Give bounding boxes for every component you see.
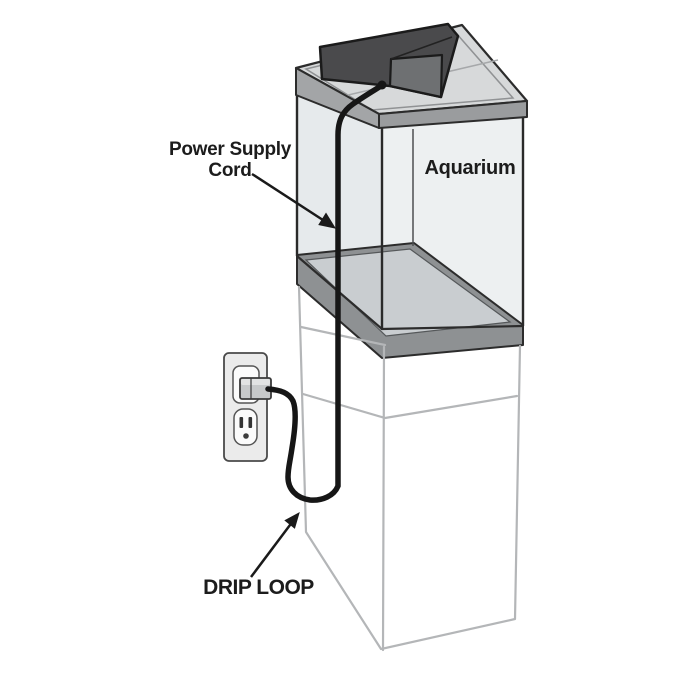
power-supply-cord-label-line2: Cord	[208, 160, 252, 181]
outlet-slot-right	[248, 417, 253, 428]
power-supply-cord-arrowhead	[318, 212, 337, 229]
power-supply-cord-label-line1: Power Supply	[168, 139, 292, 160]
outlet-slot-left	[239, 417, 244, 428]
outlet-ground-hole	[243, 433, 249, 439]
light-fixture-ridge-line	[390, 36, 453, 60]
light-fixture-end-cap	[388, 53, 444, 99]
power-supply-cord-arrow	[251, 172, 337, 229]
power-plug-top-highlight	[241, 379, 270, 385]
aquarium-stand	[297, 285, 522, 652]
stand-lip-bottom-edge	[301, 392, 519, 420]
drip-loop-arrowhead	[284, 511, 300, 529]
drip-loop-arrow	[250, 511, 300, 578]
power-supply-cord-label: Power Supply Cord	[150, 139, 310, 181]
drip-loop-arrow-line	[250, 520, 294, 578]
outlet-receptacle-bottom	[233, 408, 258, 446]
drip-loop-label: DRIP LOOP	[203, 576, 314, 599]
wall-outlet	[223, 352, 272, 462]
cord-exit-grommet	[377, 80, 387, 90]
aquarium-label: Aquarium	[424, 157, 516, 179]
stand-front-corner-edge	[381, 345, 386, 652]
power-supply-cord-arrow-line	[251, 172, 327, 224]
stand-silhouette	[297, 285, 522, 651]
power-cord	[265, 83, 384, 503]
tank-rim-band-right	[378, 100, 528, 129]
stand-trim-line	[299, 325, 387, 347]
